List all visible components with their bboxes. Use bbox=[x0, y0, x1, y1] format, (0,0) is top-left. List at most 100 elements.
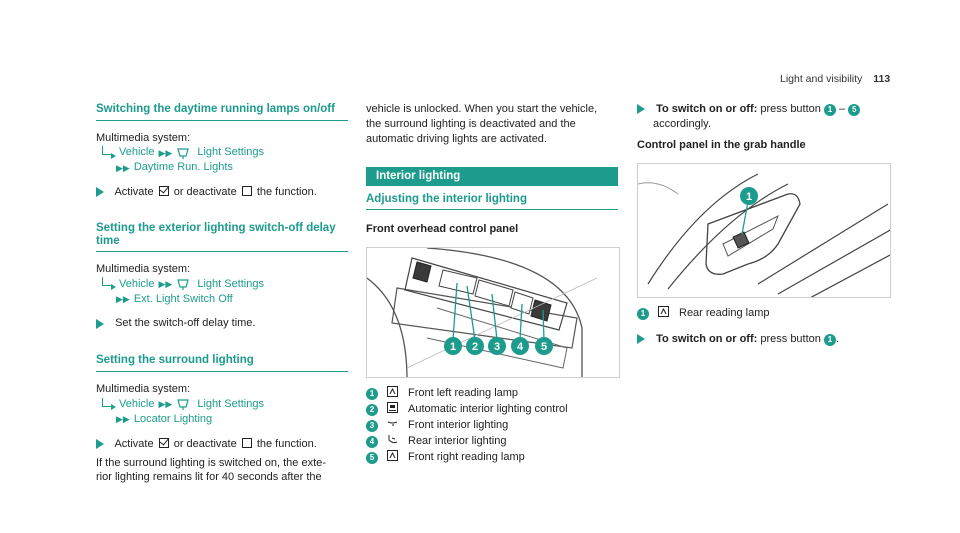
action-step: Activate or deactivate the function. bbox=[96, 185, 348, 200]
double-chevron-icon: ▶▶ bbox=[158, 399, 173, 410]
legend-text: Front interior lighting bbox=[408, 419, 509, 432]
daytime-section-body: Multimedia system: Vehicle ▶▶ Light Sett… bbox=[96, 131, 348, 201]
callout-1 bbox=[740, 186, 758, 205]
front-overhead-panel-figure: 1 2 3 4 5 bbox=[366, 246, 620, 378]
action-bullet-icon bbox=[637, 104, 645, 115]
callout-4 bbox=[511, 336, 529, 355]
light-settings-icon bbox=[176, 278, 190, 290]
nav-path-line-2: ▶▶ Ext. Light Switch Off bbox=[96, 291, 348, 306]
callout-4-label: 4 bbox=[517, 341, 524, 353]
action-text-deactivate: or deactivate bbox=[173, 186, 237, 199]
legend-text: Rear reading lamp bbox=[679, 307, 770, 320]
number-badge: 5 bbox=[366, 451, 378, 464]
surround-section-body: Multimedia system: Vehicle ▶▶ Light Sett… bbox=[96, 382, 348, 485]
number-badge: 1 bbox=[366, 387, 378, 400]
panel-title: Front overhead control panel bbox=[366, 223, 519, 236]
grab-handle-figure: 1 bbox=[637, 162, 891, 298]
action-bullet-icon bbox=[96, 438, 104, 449]
legend-text: Front left reading lamp bbox=[408, 387, 519, 400]
number-badge: 2 bbox=[366, 403, 378, 416]
action-text-activate: Activate bbox=[114, 437, 154, 450]
heading-line-1: Setting the exterior lighting switch-off… bbox=[96, 222, 336, 235]
legend-text: Rear interior lighting bbox=[408, 435, 507, 448]
action-bullet-icon bbox=[637, 333, 645, 344]
nav-vehicle[interactable]: Vehicle bbox=[119, 277, 155, 290]
step-bold-text: To switch on or off: bbox=[656, 103, 758, 115]
nav-vehicle[interactable]: Vehicle bbox=[119, 397, 155, 410]
number-badge: 1 bbox=[637, 307, 649, 320]
switch-step-2: To switch on or off: press button 1. bbox=[637, 332, 891, 347]
page-header: Light and visibility 113 bbox=[780, 72, 890, 86]
checked-box-icon bbox=[158, 437, 169, 448]
step-bold-text: To switch on or off: bbox=[656, 332, 758, 345]
step-text: press button bbox=[760, 103, 821, 115]
section-heading-switch-off-delay: Setting the exterior lighting switch-off… bbox=[96, 222, 348, 252]
legend-text: Automatic interior lighting control bbox=[408, 403, 568, 416]
nav-path-line-1: Vehicle ▶▶ Light Settings bbox=[96, 145, 348, 160]
action-text-function: the function. bbox=[256, 437, 317, 450]
checked-box-icon bbox=[158, 186, 169, 197]
double-chevron-icon: ▶▶ bbox=[158, 278, 173, 289]
legend-text: Front right reading lamp bbox=[408, 451, 525, 464]
nav-light-settings[interactable]: Light Settings bbox=[197, 397, 264, 410]
callout-5 bbox=[535, 336, 553, 355]
number-badge: 1 bbox=[823, 104, 836, 116]
nav-path-line-1: Vehicle ▶▶ Light Settings bbox=[96, 397, 348, 412]
double-chevron-icon: ▶▶ bbox=[116, 414, 130, 425]
number-badge: 4 bbox=[366, 435, 378, 448]
rear-interior-icon bbox=[386, 434, 398, 450]
step-dash: – bbox=[839, 103, 846, 115]
action-bullet-icon bbox=[96, 318, 104, 329]
nav-vehicle[interactable]: Vehicle bbox=[119, 146, 155, 159]
paragraph-line-1: vehicle is unlocked. When you start the … bbox=[366, 103, 598, 115]
nav-daytime-run-lights[interactable]: Daytime Run. Lights bbox=[133, 161, 233, 174]
callout-1-label: 1 bbox=[746, 191, 752, 203]
front-interior-icon bbox=[386, 418, 398, 434]
callout-2-label: 2 bbox=[472, 341, 478, 353]
legend-item-3: 3 Front interior lighting bbox=[366, 418, 622, 434]
overhead-panel-illustration: 1 2 3 4 5 bbox=[367, 247, 598, 377]
multimedia-intro: Multimedia system: bbox=[96, 262, 191, 275]
column-1: Switching the daytime running lamps on/o… bbox=[96, 102, 348, 485]
section-heading-surround: Setting the surround lighting bbox=[96, 353, 348, 372]
number-badge: 5 bbox=[848, 104, 861, 116]
auto-light-icon bbox=[386, 401, 398, 418]
interior-lighting-banner: Interior lighting bbox=[366, 166, 618, 186]
legend-item-2: 2 Automatic interior lighting control bbox=[366, 401, 622, 418]
multimedia-intro: Multimedia system: bbox=[96, 131, 191, 144]
empty-box-icon bbox=[241, 186, 252, 197]
reading-lamp-icon bbox=[386, 385, 398, 402]
heading-line-2: time bbox=[96, 235, 120, 248]
paragraph-line-2: the surround lighting is deactivated and… bbox=[366, 117, 576, 130]
number-badge: 3 bbox=[366, 419, 378, 432]
double-chevron-icon: ▶▶ bbox=[116, 162, 130, 173]
subheading-adjusting: Adjusting the interior lighting bbox=[366, 192, 618, 211]
step-line-2: accordingly. bbox=[653, 117, 711, 130]
paragraph-line-3: automatic driving lights are activated. bbox=[366, 132, 547, 145]
callout-3-label: 3 bbox=[494, 341, 500, 353]
nav-locator-lighting[interactable]: Locator Lighting bbox=[133, 412, 213, 425]
double-chevron-icon: ▶▶ bbox=[158, 147, 173, 158]
nav-path-line-2: ▶▶ Daytime Run. Lights bbox=[96, 160, 348, 175]
return-arrow-icon bbox=[102, 146, 116, 159]
light-settings-icon bbox=[176, 398, 190, 411]
surround-paragraph: If the surround lighting is switched on,… bbox=[96, 456, 348, 486]
number-badge: 1 bbox=[823, 333, 836, 346]
nav-path-line-1: Vehicle ▶▶ Light Settings bbox=[96, 276, 348, 291]
switch-step: To switch on or off: press button 1 – 5 … bbox=[637, 102, 891, 132]
nav-light-settings[interactable]: Light Settings bbox=[197, 146, 264, 159]
return-arrow-icon bbox=[102, 397, 116, 411]
light-settings-icon bbox=[176, 147, 190, 159]
action-bullet-icon bbox=[96, 187, 104, 198]
callout-1-label: 1 bbox=[450, 341, 456, 353]
callout-3 bbox=[488, 336, 506, 355]
nav-ext-light-switch-off[interactable]: Ext. Light Switch Off bbox=[133, 292, 233, 305]
callout-2 bbox=[466, 336, 484, 355]
action-step: Activate or deactivate the function. bbox=[96, 437, 348, 452]
grab-handle-title: Control panel in the grab handle bbox=[637, 138, 806, 151]
nav-light-settings[interactable]: Light Settings bbox=[197, 277, 264, 290]
action-text: Set the switch-off delay time. bbox=[115, 317, 256, 330]
nav-path-line-2: ▶▶ Locator Lighting bbox=[96, 412, 348, 427]
action-step: Set the switch-off delay time. bbox=[96, 316, 348, 331]
callout-1 bbox=[444, 336, 462, 355]
